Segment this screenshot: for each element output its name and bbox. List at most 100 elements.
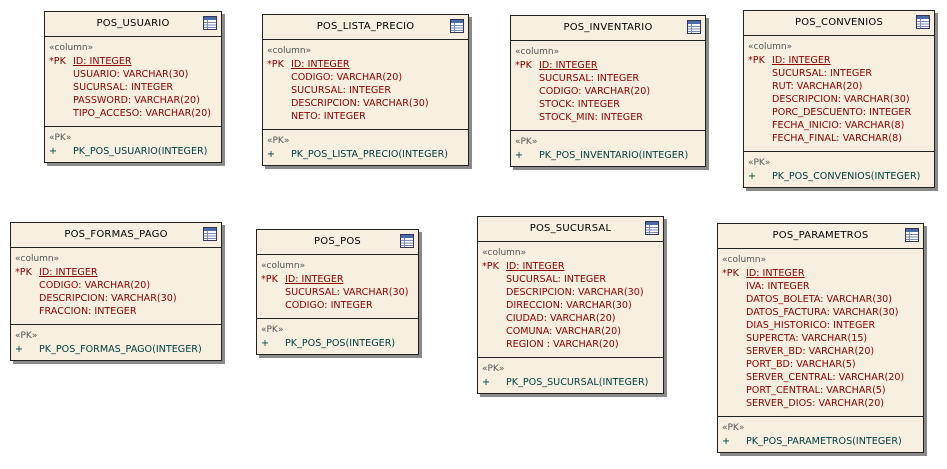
column-row[interactable]: DATOS_FACTURA: VARCHAR(30) [722, 306, 923, 319]
pk-constraint-row[interactable]: +PK_POS_PARAMETROS(INTEGER) [722, 435, 923, 448]
pk-stereotype: «PK» [515, 137, 538, 147]
column-definition: SERVER_BD: VARCHAR(20) [746, 346, 875, 357]
pk-constraint-row[interactable]: +PK_POS_SUCURSAL(INTEGER) [482, 376, 663, 389]
column-row[interactable]: DATOS_BOLETA: VARCHAR(30) [722, 293, 923, 306]
column-row[interactable]: PORT_CENTRAL: VARCHAR(5) [722, 384, 923, 397]
column-row[interactable]: SUCURSAL: INTEGER [49, 81, 221, 94]
column-row[interactable]: FECHA_INICIO: VARCHAR(8) [748, 119, 934, 132]
column-row[interactable]: SUCURSAL: VARCHAR(30) [261, 286, 418, 299]
column-row[interactable]: FECHA_FINAL: VARCHAR(8) [748, 132, 934, 145]
pk-constraint-row[interactable]: +PK_POS_USUARIO(INTEGER) [49, 145, 221, 158]
column-row[interactable]: PORC_DESCUENTO: INTEGER [748, 106, 934, 119]
column-row[interactable]: PASSWORD: VARCHAR(20) [49, 94, 221, 107]
pk-constraint-row[interactable]: +PK_POS_INVENTARIO(INTEGER) [515, 149, 705, 162]
column-row[interactable]: SUCURSAL: INTEGER [748, 67, 934, 80]
column-row[interactable]: CODIGO: VARCHAR(20) [515, 85, 705, 98]
column-row[interactable]: FRACCION: INTEGER [15, 305, 221, 318]
column-definition: PORT_BD: VARCHAR(5) [746, 359, 856, 370]
column-row[interactable]: PORT_BD: VARCHAR(5) [722, 358, 923, 371]
column-row[interactable]: COMUNA: VARCHAR(20) [482, 325, 663, 338]
column-key-marker: *PK [748, 55, 765, 66]
column-row[interactable]: TIPO_ACCESO: VARCHAR(20) [49, 107, 221, 120]
column-row[interactable]: DESCRIPCION: VARCHAR(30) [748, 93, 934, 106]
pk-constraint-row[interactable]: +PK_POS_FORMAS_PAGO(INTEGER) [15, 343, 221, 356]
table-header[interactable]: POS_PARAMETROS [718, 224, 923, 249]
column-row[interactable]: SERVER_CENTRAL: VARCHAR(20) [722, 371, 923, 384]
column-row[interactable]: SUPERCTA: VARCHAR(15) [722, 332, 923, 345]
column-row[interactable]: USUARIO: VARCHAR(30) [49, 68, 221, 81]
column-definition: PORT_CENTRAL: VARCHAR(5) [746, 385, 886, 396]
pk-constraint-row[interactable]: +PK_POS_POS(INTEGER) [261, 337, 418, 350]
column-row[interactable]: CIUDAD: VARCHAR(20) [482, 312, 663, 325]
table-header[interactable]: POS_POS [257, 230, 418, 255]
pk-constraint-row[interactable]: +PK_POS_CONVENIOS(INTEGER) [748, 170, 934, 183]
pk-constraint-row[interactable]: +PK_POS_LISTA_PRECIO(INTEGER) [267, 148, 468, 161]
table-header[interactable]: POS_FORMAS_PAGO [11, 223, 221, 248]
pk-section: «PK» +PK_POS_POS(INTEGER) [257, 319, 418, 354]
table-header[interactable]: POS_INVENTARIO [511, 16, 705, 41]
column-key-marker: *PK [515, 60, 532, 71]
column-row[interactable]: CODIGO: VARCHAR(20) [15, 279, 221, 292]
column-row[interactable]: DIRECCION: VARCHAR(30) [482, 299, 663, 312]
pk-constraint-name: PK_POS_SUCURSAL(INTEGER) [506, 377, 649, 388]
pk-stereotype: «PK» [482, 364, 505, 374]
table-name: POS_FORMAS_PAGO [64, 229, 168, 240]
column-row[interactable]: REGION : VARCHAR(20) [482, 338, 663, 351]
column-row[interactable]: RUT: VARCHAR(20) [748, 80, 934, 93]
column-stereotype: «column» [748, 42, 793, 52]
column-definition: STOCK_MIN: INTEGER [539, 112, 643, 123]
column-row[interactable]: DESCRIPCION: VARCHAR(30) [482, 286, 663, 299]
column-definition: SUCURSAL: INTEGER [539, 73, 640, 84]
column-definition: CIUDAD: VARCHAR(20) [506, 313, 616, 324]
column-row[interactable]: SUCURSAL: INTEGER [515, 72, 705, 85]
column-row[interactable]: STOCK_MIN: INTEGER [515, 111, 705, 124]
column-row[interactable]: CODIGO: INTEGER [261, 299, 418, 312]
column-definition: SUCURSAL: INTEGER [772, 68, 873, 79]
column-row[interactable]: SERVER_DIOS: VARCHAR(20) [722, 397, 923, 410]
column-key-marker: *PK [261, 274, 278, 285]
table-name: POS_USUARIO [96, 18, 170, 29]
pk-stereotype: «PK» [748, 158, 771, 168]
column-row[interactable]: DESCRIPCION: VARCHAR(30) [15, 292, 221, 305]
column-row[interactable]: NETO: INTEGER [267, 110, 468, 123]
column-row[interactable]: SUCURSAL: INTEGER [267, 84, 468, 97]
column-row[interactable]: CODIGO: VARCHAR(20) [267, 71, 468, 84]
table-header[interactable]: POS_USUARIO [45, 12, 221, 37]
column-definition: DIAS_HISTORICO: INTEGER [746, 320, 876, 331]
table-header[interactable]: POS_CONVENIOS [744, 11, 934, 36]
column-row[interactable]: SERVER_BD: VARCHAR(20) [722, 345, 923, 358]
table-name: POS_SUCURSAL [529, 223, 612, 234]
column-definition: ID: INTEGER [291, 59, 350, 70]
column-row[interactable]: IVA: INTEGER [722, 280, 923, 293]
column-row[interactable]: STOCK: INTEGER [515, 98, 705, 111]
column-row[interactable]: DIAS_HISTORICO: INTEGER [722, 319, 923, 332]
visibility-marker: + [261, 338, 270, 349]
column-row[interactable]: SUCURSAL: INTEGER [482, 273, 663, 286]
pk-section: «PK» +PK_POS_USUARIO(INTEGER) [45, 127, 221, 162]
table-header[interactable]: POS_SUCURSAL [478, 217, 663, 242]
table-header[interactable]: POS_LISTA_PRECIO [263, 15, 468, 40]
column-definition: USUARIO: VARCHAR(30) [73, 69, 189, 80]
column-key-marker: *PK [482, 261, 499, 272]
column-row[interactable]: DESCRIPCION: VARCHAR(30) [267, 97, 468, 110]
